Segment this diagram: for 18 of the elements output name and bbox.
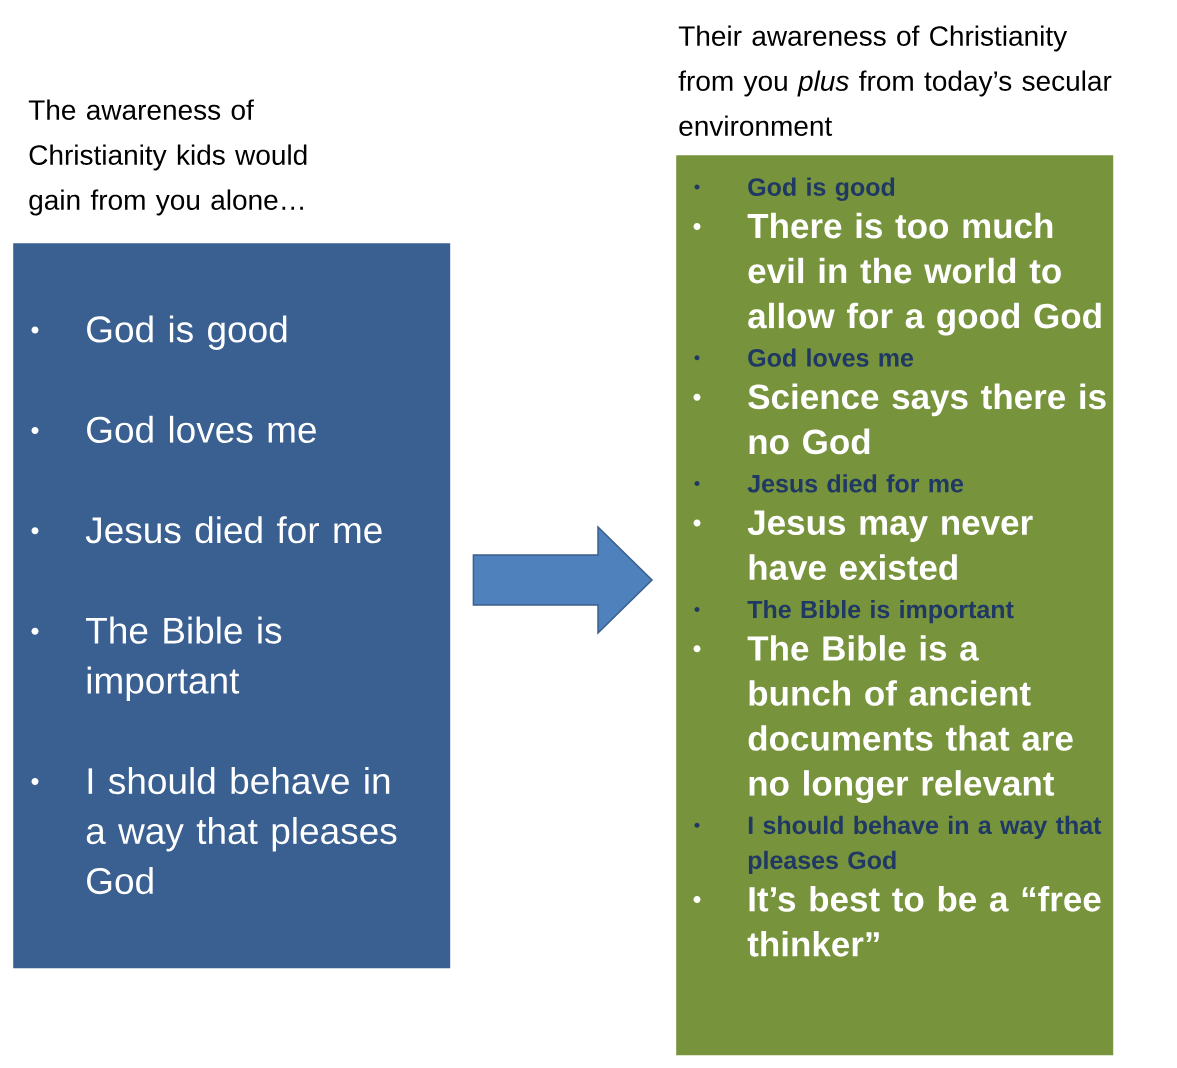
bullet-item: God is good — [694, 177, 895, 201]
bullet-item: The Bible is important — [31, 616, 282, 702]
bullet-item: God loves me — [31, 415, 316, 443]
bullet-item: Jesus died for me — [31, 516, 382, 544]
bullet-item: Science says there is no God — [693, 383, 1106, 455]
heading: Their awareness of Christianity from you plus from today’s secular environment — [678, 25, 1112, 136]
bullet-item: It’s best to be a “free thinker” — [693, 885, 1101, 957]
bullet-item: Jesus died for me — [694, 474, 964, 493]
bullet-item: I should behave in a way that pleases God — [31, 767, 397, 895]
bullet-item: Jesus may never have existed — [693, 510, 1033, 581]
bullet-item: God is good — [31, 315, 287, 350]
block-arrow — [472, 525, 654, 635]
bullet-item: I should behave in a way that pleases God — [694, 815, 1102, 875]
bullet-item: God loves me — [694, 348, 914, 367]
bullet-item: The Bible is a bunch of ancient documents that are no longer relevant — [693, 635, 1073, 803]
bullet-item: There is too much evil in the world to allow for a good God — [693, 212, 1101, 336]
heading: The awareness of Christianity kids would gain from you alone… — [28, 99, 307, 216]
bullet-item: The Bible is important — [694, 600, 1014, 624]
